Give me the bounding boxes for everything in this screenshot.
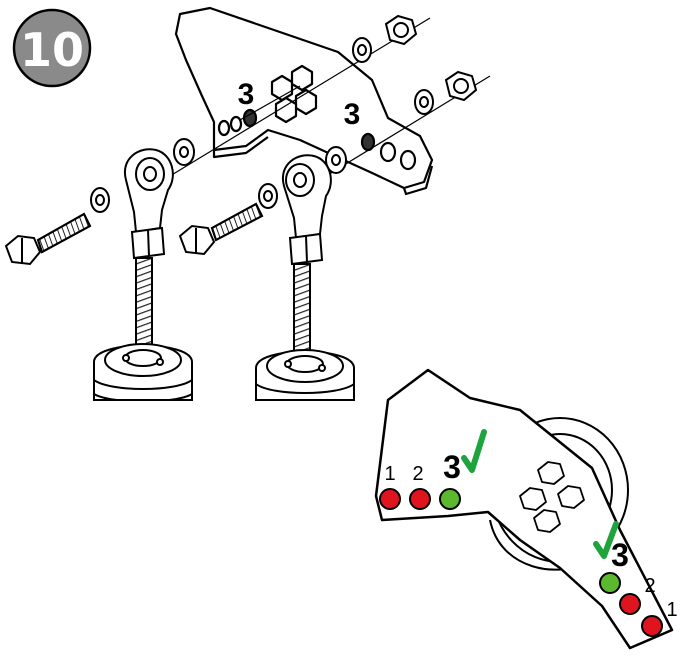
checkmark-icon xyxy=(593,521,619,559)
detail-right-holes: 3 2 1 xyxy=(593,521,678,637)
step-badge: 10 xyxy=(12,8,92,88)
checkmark-icon xyxy=(461,429,487,473)
lock-nut-bottom xyxy=(444,70,478,102)
hole-left-3 xyxy=(439,488,461,510)
detail-hex-pattern xyxy=(519,461,585,533)
hole-left-label-3: 3 xyxy=(443,449,461,485)
right-shock-top xyxy=(255,349,355,401)
hole-label-left: 3 xyxy=(238,78,255,111)
step-badge-circle xyxy=(12,8,92,88)
hole-right-2 xyxy=(619,593,641,615)
lock-nut-top xyxy=(384,14,418,46)
hole-left-label-1: 1 xyxy=(384,463,395,485)
hole-left-1 xyxy=(379,488,401,510)
left-shock-top xyxy=(93,343,193,403)
hole-right-label-1: 1 xyxy=(666,599,677,621)
hole-left-label-2: 2 xyxy=(412,463,423,485)
hole-left-2 xyxy=(409,488,431,510)
step-number: 10 xyxy=(20,23,84,77)
hole-label-right: 3 xyxy=(344,98,361,131)
bracket-plate xyxy=(174,6,434,196)
washer-bottom xyxy=(414,89,434,115)
detail-left-holes: 1 2 3 xyxy=(379,429,487,510)
hole-right-1 xyxy=(641,615,663,637)
hole-right-3 xyxy=(599,572,621,594)
left-rod-end-assembly xyxy=(4,138,195,357)
hole-right-label-3: 3 xyxy=(611,537,629,573)
right-rod-end-assembly xyxy=(178,146,347,361)
detail-bracket xyxy=(374,368,674,650)
washer-top xyxy=(352,37,372,63)
hole-right-label-2: 2 xyxy=(644,575,655,597)
